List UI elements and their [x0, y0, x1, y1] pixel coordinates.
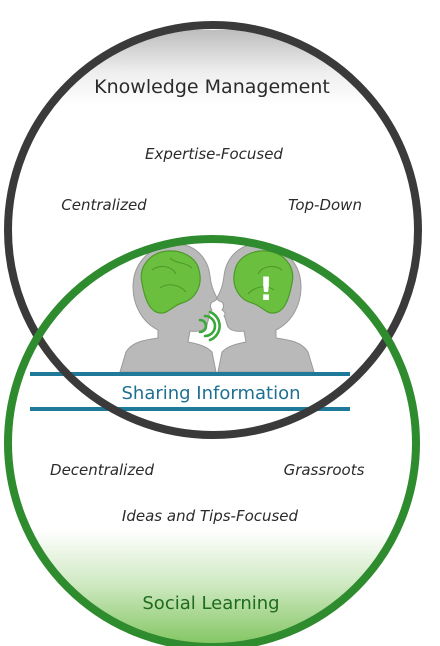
sound-waves-icon — [198, 310, 221, 342]
grassroots-label: Grassroots — [284, 461, 365, 479]
sharing-band-bottom-line — [30, 407, 350, 411]
sharing-band-top-line — [30, 372, 350, 376]
ideas-and-tips-focused-label: Ideas and Tips-Focused — [122, 507, 299, 525]
exclamation-icon: ! — [259, 270, 274, 308]
right-brain-icon — [233, 250, 294, 314]
centralized-label: Centralized — [61, 196, 147, 214]
expertise-focused-label: Expertise-Focused — [145, 145, 283, 163]
knowledge-management-circle — [4, 21, 422, 439]
social-learning-circle — [4, 235, 420, 646]
sharing-information-label: Sharing Information — [121, 383, 300, 404]
knowledge-management-title: Knowledge Management — [94, 76, 330, 98]
left-brain-icon — [140, 250, 201, 314]
sharing-illustration: ! — [30, 243, 350, 411]
decentralized-label: Decentralized — [50, 461, 154, 479]
top-down-label: Top-Down — [288, 196, 362, 214]
social-learning-title: Social Learning — [142, 593, 279, 614]
